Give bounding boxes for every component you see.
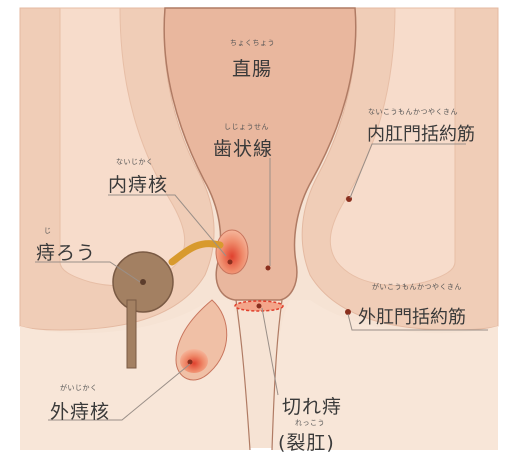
fistula-drain [127,300,136,368]
internal-hemorrhoid-dot [228,260,233,265]
internal-hemorrhoid-ruby: ないじかく [116,157,154,167]
rectum-label: 直腸 [232,54,272,81]
fistula-dot [140,279,146,285]
fissure-ruby: れっこう [295,418,325,428]
fistula-label: 痔ろう [36,238,96,265]
fissure-label: 切れ痔 [282,392,342,419]
internal-sphincter-label: 内肛門括約筋 [367,120,475,146]
external-sphincter-ruby: がいこうもんかつやくきん [372,282,462,292]
external-sphincter-label: 外肛門括約筋 [358,303,466,329]
dentate-ruby: しじょうせん [224,122,269,132]
internal-sphincter-dot [346,196,352,202]
dentate-dot [266,266,271,271]
internal-hemorrhoid-label: 内痔核 [108,170,168,197]
dentate-label: 歯状線 [213,134,273,161]
external-hemorrhoid-ruby: がいじかく [60,383,98,393]
internal-hemorrhoid-shape [216,230,248,274]
fissure-dot [257,304,262,309]
rectum-ruby: ちょくちょう [230,38,275,48]
fistula-ruby: じ [44,226,52,236]
external-hemorrhoid-dot [188,360,193,365]
external-hemorrhoid-label: 外痔核 [50,397,110,424]
fissure-paren: (裂肛) [278,428,335,455]
internal-sphincter-ruby: ないこうもんかつやくきん [368,107,458,117]
